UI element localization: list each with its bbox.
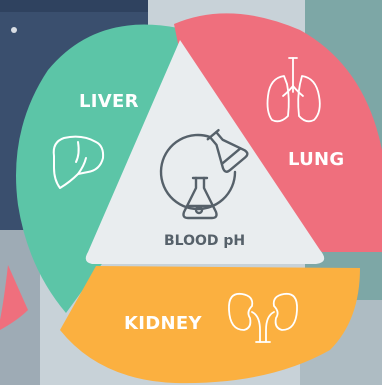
liver-label: LIVER bbox=[79, 91, 139, 112]
kidney-label: KIDNEY bbox=[124, 313, 202, 334]
center-label: BLOOD pH bbox=[164, 233, 245, 249]
lung-label: LUNG bbox=[288, 149, 344, 170]
